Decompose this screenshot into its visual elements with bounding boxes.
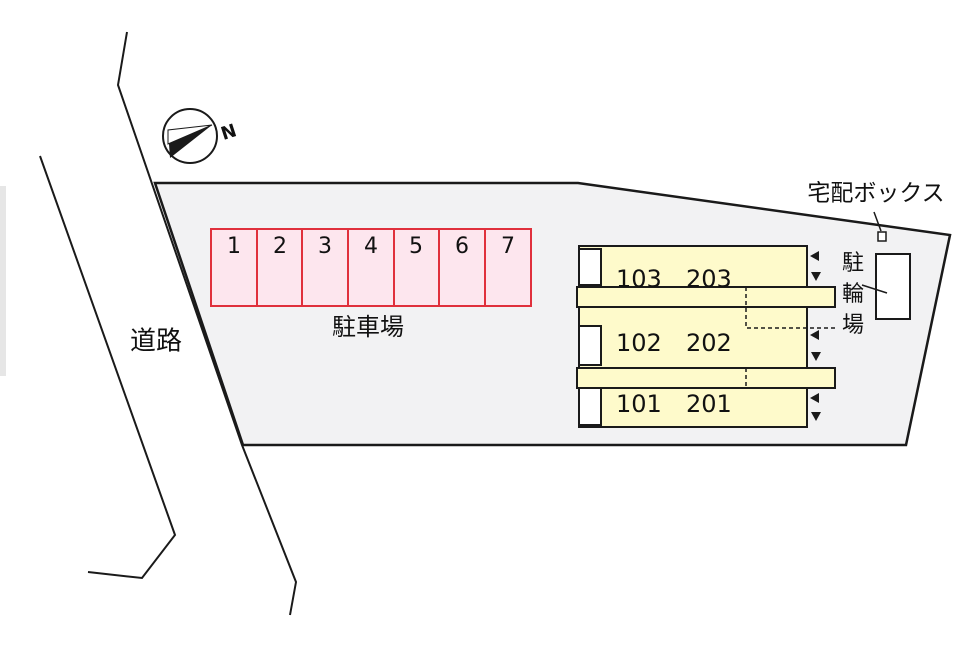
road-edge-left — [39, 155, 177, 580]
parking-space-label: 1 — [227, 234, 241, 259]
unit-label: 202 — [686, 329, 732, 357]
unit-label: 203 — [686, 265, 732, 293]
unit-label: 101 — [616, 390, 662, 418]
bicycle-parking-label-char: 駐 — [842, 251, 864, 276]
road-label: 道路 — [130, 327, 182, 357]
parking-space-label: 2 — [273, 234, 287, 259]
delivery-box-label: 宅配ボックス — [807, 181, 944, 207]
north-label: N — [218, 120, 239, 145]
bicycle-parking-area — [875, 253, 911, 320]
door — [578, 248, 602, 286]
corridor — [576, 367, 836, 389]
parking-area: 1 2 3 4 5 6 7 — [210, 228, 532, 307]
parking-space-label: 4 — [364, 234, 378, 259]
door — [578, 387, 602, 426]
bicycle-parking-leader — [861, 284, 888, 294]
parking-label: 駐車場 — [332, 313, 404, 341]
bicycle-parking-label-char: 輪 — [842, 282, 864, 307]
unit-label: 103 — [616, 265, 662, 293]
delivery-box-leader — [873, 211, 882, 232]
parking-space-label: 6 — [455, 234, 469, 259]
parking-space-label: 5 — [409, 234, 423, 259]
entrance-arrows-icon — [810, 251, 821, 421]
parking-outline — [210, 228, 532, 307]
north-compass-icon — [162, 108, 218, 164]
apartment-building: 103 203 102 202 101 201 — [576, 245, 836, 428]
door — [578, 325, 602, 366]
parking-space-label: 7 — [501, 234, 515, 259]
unit-label: 102 — [616, 329, 662, 357]
edge-bar — [0, 186, 6, 376]
parking-space-label: 3 — [318, 234, 332, 259]
delivery-box-icon — [877, 231, 887, 242]
unit-label: 201 — [686, 390, 732, 418]
bicycle-parking-label-char: 場 — [842, 313, 864, 338]
property-lot — [153, 181, 952, 447]
corridor — [576, 286, 836, 308]
